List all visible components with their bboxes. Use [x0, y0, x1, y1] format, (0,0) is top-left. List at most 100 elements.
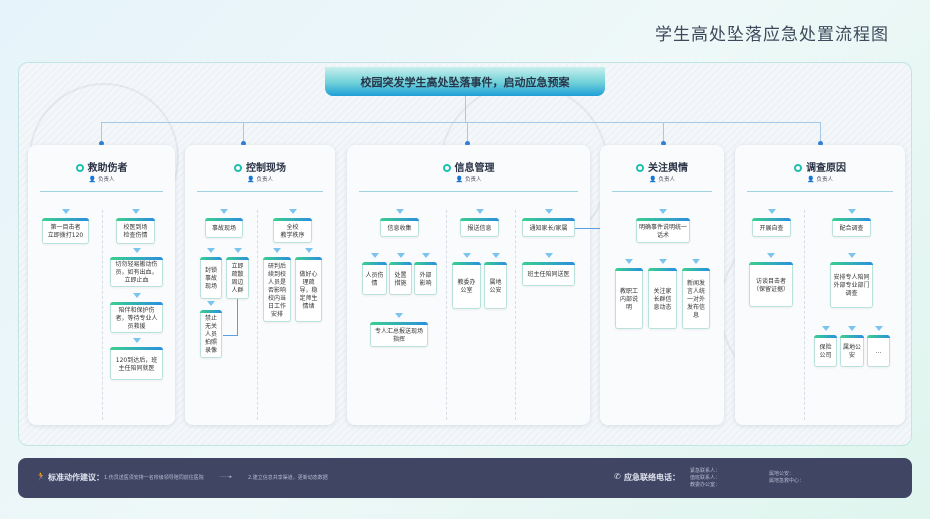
flow-node: 全校 教学秩序 [273, 209, 312, 243]
divider [40, 191, 163, 192]
footer-bar: 🏃 标准动作建议： 1.伤员送医须安排一名校级领导陪同前往医院 ······▸ … [18, 458, 912, 498]
divider [515, 210, 516, 420]
flow-node: 禁止无关人员拍照录像 [200, 301, 222, 358]
flow-node: 属地公安 [484, 253, 507, 309]
divider [446, 210, 447, 420]
connector-line [820, 122, 821, 143]
flow-node: 处置措施 [389, 253, 412, 295]
connector-line [223, 335, 238, 336]
flow-node: 新闻发言人统一对外发布信息 [682, 259, 710, 329]
owner-label: 👤负责人 [28, 175, 175, 183]
flow-node: 专人汇总报送现场指挥 [370, 313, 428, 347]
person-icon: 👤 [649, 176, 657, 183]
connector-dot [465, 141, 470, 146]
target-icon [234, 164, 242, 172]
connector-line [467, 122, 468, 143]
flow-node: 信息收集 [380, 209, 419, 237]
connector-dot [661, 141, 666, 146]
divider [359, 191, 578, 192]
flow-node: 保险公司 [814, 326, 837, 367]
divider [612, 191, 712, 192]
flow-node: 封锁事故现场 [200, 248, 222, 299]
owner-label: 👤负责人 [735, 175, 905, 183]
column-title: 关注舆情 [600, 159, 724, 174]
connector-dot [241, 141, 246, 146]
flow-node: 第一目击者 立即拨打120 [42, 209, 89, 244]
column-title: 救助伤者 [28, 159, 175, 174]
contact-item: 属地急救中心： [769, 478, 805, 484]
column-title-text: 控制现场 [246, 163, 286, 174]
flow-node: 教职工内部说明 [615, 259, 643, 329]
contact-item: 值班联系人： [690, 475, 721, 481]
divider [197, 191, 323, 192]
flow-node: 配合调查 [832, 209, 871, 237]
connector-dot [99, 141, 104, 146]
flow-node: 校医到场 检查伤情 [116, 209, 155, 244]
target-icon [794, 164, 802, 172]
contact-item: 紧急联系人： [690, 468, 721, 474]
column-title: 信息管理 [347, 159, 590, 174]
person-icon: 👤 [88, 176, 96, 183]
flow-node: 班主任陪同送医 [522, 253, 575, 286]
connector-line [101, 122, 821, 123]
connector-line [465, 96, 466, 122]
phone-icon: ✆ [614, 472, 621, 481]
flow-node: 事故现场 [205, 209, 243, 238]
owner-label: 👤负责人 [347, 175, 590, 183]
flow-node: 报送信息 [460, 209, 499, 237]
target-icon [442, 164, 451, 172]
actions-label: 标准动作建议： [48, 473, 104, 482]
contacts-label: 应急联络电话： [624, 473, 680, 482]
target-icon [636, 164, 644, 172]
run-icon: 🏃 [36, 472, 46, 481]
divider [747, 191, 893, 192]
flow-node: 立即疏散周边人群 [226, 248, 249, 299]
divider [804, 210, 805, 420]
connector-line [663, 122, 664, 143]
column-title-text: 信息管理 [454, 163, 495, 174]
connector-dot [818, 141, 823, 146]
flow-node: 研判后续到校人员是否影响校内当日工作安排 [263, 248, 291, 322]
page-title: 学生高处坠落应急处置流程图 [655, 25, 889, 45]
connector-line [237, 299, 238, 335]
person-icon: 👤 [455, 176, 463, 183]
owner-text: 负责人 [464, 177, 482, 183]
action-item: 2.建立信息共享渠道，更新动态数据 [248, 475, 328, 481]
flow-node: 外部影响 [414, 253, 437, 295]
flow-node: 关注家长群信息动态 [648, 259, 677, 329]
start-banner: 校园突发学生高处坠落事件，启动应急预案 [325, 67, 605, 96]
flow-node: 教委办公室 [452, 253, 481, 309]
column-title-text: 救助伤者 [87, 163, 128, 174]
column-title-text: 调查原因 [806, 163, 846, 174]
flow-node: 属地公安 [840, 326, 864, 367]
contact-item: 属地公安： [769, 471, 795, 477]
target-icon [75, 164, 84, 172]
action-item: 1.伤员送医须安排一名校级领导陪同前往医院 [104, 475, 204, 481]
flow-node: 人员伤情 [362, 253, 387, 295]
person-icon: 👤 [807, 176, 815, 183]
flow-node: 安排专人陪同外部专业部门调查 [830, 253, 873, 308]
flow-node: 陪伴和保护伤者，等待专业人员救援 [110, 293, 163, 333]
connector-line [101, 122, 102, 143]
owner-text: 负责人 [97, 177, 115, 183]
flow-node: 做好心理疏导，稳定师生情绪 [295, 248, 322, 322]
column-title-text: 关注舆情 [648, 163, 688, 174]
connector-line [243, 122, 244, 143]
flow-node: 切勿轻易搬动伤员，如有出血，立即止血 [110, 248, 163, 287]
owner-label: 👤负责人 [185, 175, 335, 183]
flow-node: 通知家长/家属 [522, 209, 575, 237]
person-icon: 👤 [247, 176, 255, 183]
owner-label: 👤负责人 [600, 175, 724, 183]
dotted-arrow: ······▸ [220, 474, 233, 480]
divider [257, 210, 258, 420]
flow-node: 访谈目击者（保留证据） [749, 253, 793, 307]
flow-node: 开展自查 [752, 209, 791, 237]
owner-text: 负责人 [256, 177, 273, 183]
flow-node: 明确事件说明统一话术 [636, 209, 690, 243]
flow-node: 120到达后，班主任陪同就医 [110, 338, 163, 380]
contact-item: 教委办公室： [690, 482, 721, 488]
column-title: 控制现场 [185, 159, 335, 174]
divider [102, 210, 103, 420]
owner-text: 负责人 [658, 177, 675, 183]
flow-node: ... [867, 326, 890, 367]
